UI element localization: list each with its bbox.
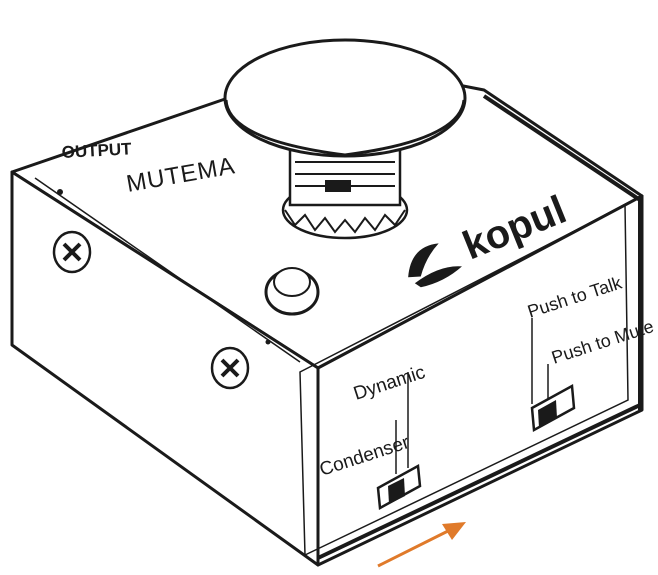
front-bezel [299,203,629,557]
side-panel-line [34,177,301,363]
output-label: OUTPUT [61,139,132,162]
mode-switch[interactable] [530,318,576,433]
side-dot [265,339,271,345]
screw-upper-icon [52,230,92,274]
orange-direction-arrow-icon [377,522,466,568]
mic-type-switch[interactable] [376,372,422,511]
led-indicator [264,267,320,316]
screw-lower-icon [210,346,250,390]
right-edge [482,94,642,410]
output-jack [57,189,63,195]
bottom-edge [317,403,641,560]
footswitch[interactable] [223,38,467,240]
kopul-leaf-logo-icon [408,243,462,288]
